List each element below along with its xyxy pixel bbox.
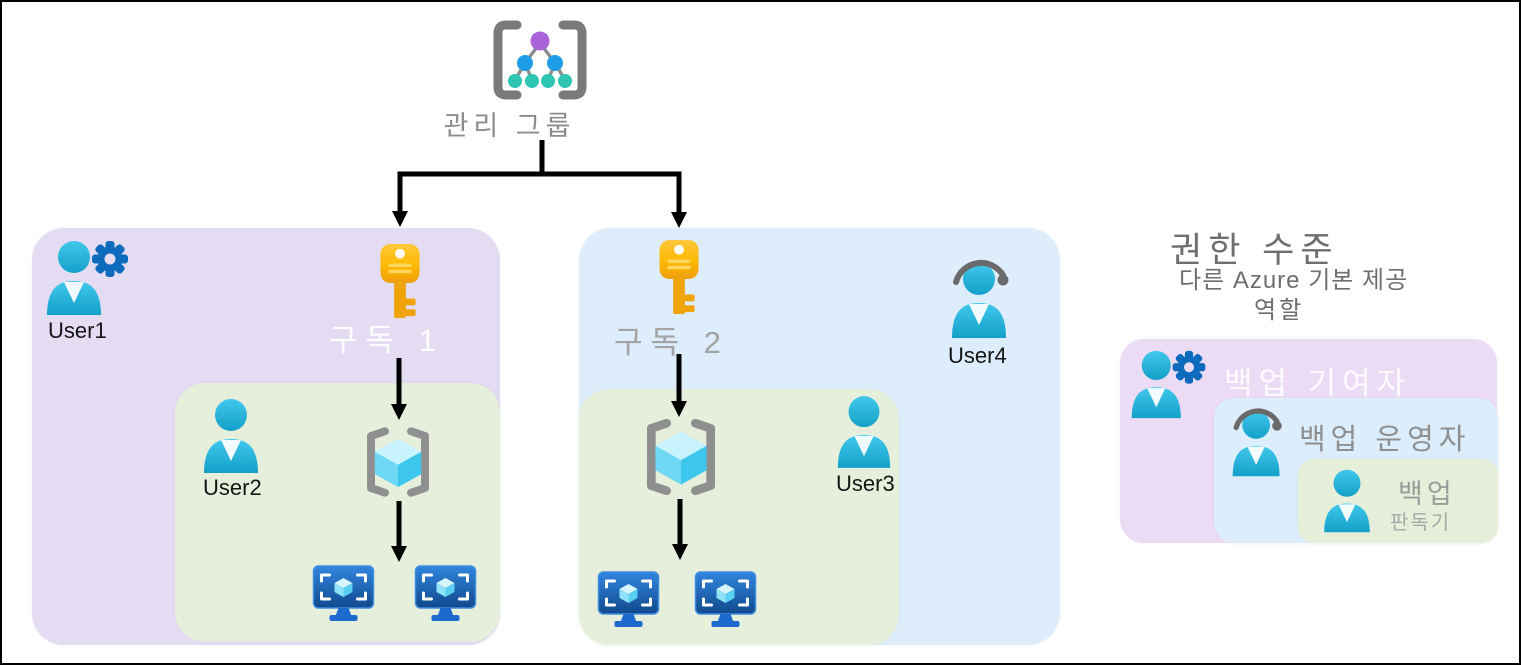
resource-group-icon [367,427,429,497]
backup-reader-label-line1: 백업 [1398,479,1456,509]
management-group-icon [493,20,587,100]
user1-label: User1 [48,318,107,343]
permission-level-title: 권한 수준 [1170,231,1339,270]
virtual-machine-icon [312,565,375,621]
user-icon [1324,469,1370,533]
user-with-gear-icon [47,241,128,315]
backup-operator-label: 백업 운영자 [1299,424,1471,456]
user-with-headset-icon [1232,408,1282,477]
key-icon [659,239,699,315]
permission-subtitle-line2: 역할 [1254,297,1305,324]
subscription2-label: 구독 2 [614,325,729,360]
backup-reader-label-line2: 판독기 [1390,512,1452,534]
user-with-gear-icon [1131,350,1206,419]
user3-label: User3 [836,471,895,496]
user-icon [837,396,891,468]
user2-label: User2 [203,475,262,500]
management-group-label: 관리 그룹 [443,111,576,141]
resource-group-icon [646,418,716,496]
user4-label: User4 [948,343,1007,368]
user-with-headset-icon [952,260,1009,338]
user-icon [204,399,258,473]
virtual-machine-icon [414,565,477,621]
key-icon [380,243,420,319]
virtual-machine-icon [694,571,757,627]
permission-subtitle-line1: 다른 Azure 기본 제공 [1179,267,1409,294]
virtual-machine-icon [597,571,660,627]
subscription1-label: 구독 1 [329,323,444,358]
backup-contributor-label: 백업 기여자 [1224,366,1412,401]
